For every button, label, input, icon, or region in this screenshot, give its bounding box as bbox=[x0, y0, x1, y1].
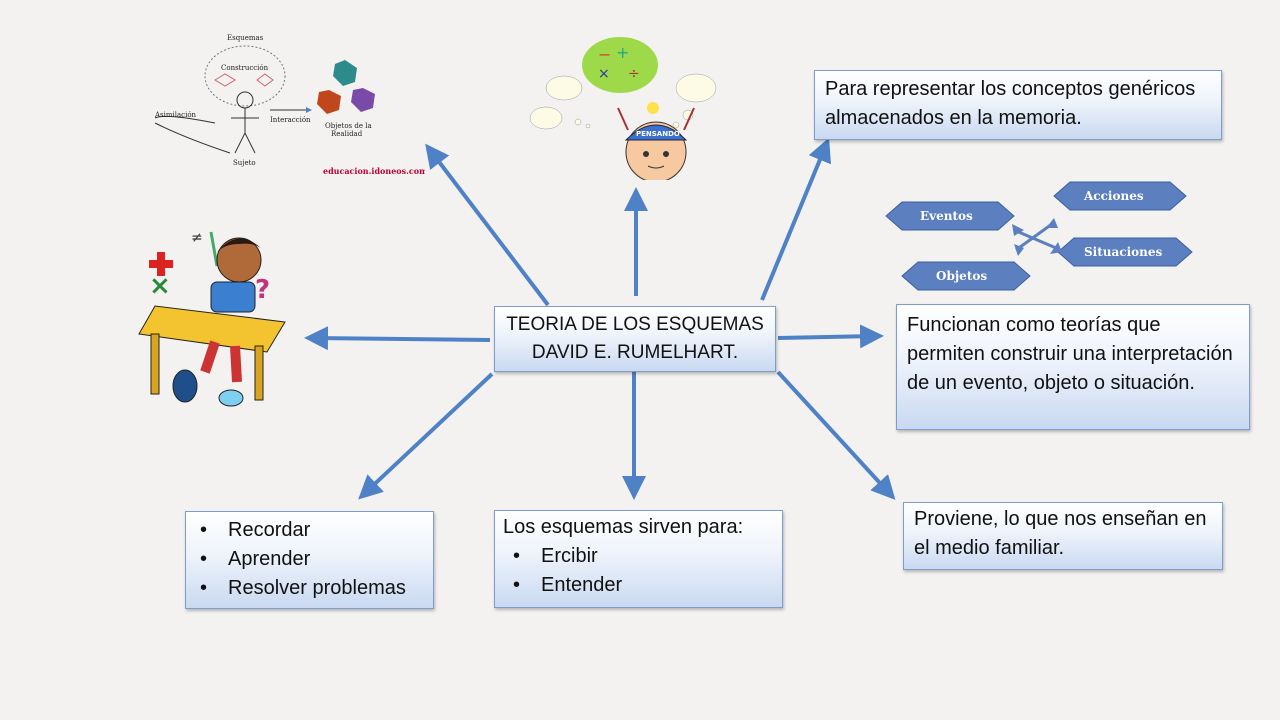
concept-box-purpose: Los esquemas sirven para: Ercibir Entend… bbox=[494, 510, 783, 608]
list-item: Recordar bbox=[198, 516, 429, 545]
concept-box-origin: Proviene, lo que nos enseñan en el medio… bbox=[903, 502, 1223, 570]
hat-label: PENSANDO bbox=[636, 130, 680, 138]
arrow-to-right bbox=[777, 324, 884, 349]
hexagon-eventos bbox=[885, 201, 1015, 231]
concept-box-memory: Para representar los conceptos genéricos… bbox=[814, 70, 1222, 140]
hex-label-objetos: Objetos bbox=[936, 269, 987, 283]
label-esquemas: Esquemas bbox=[227, 34, 264, 42]
label-site: educacion.idoneos.com bbox=[323, 166, 425, 176]
concept-box-theories: Funcionan como teorías que permiten cons… bbox=[896, 304, 1250, 430]
schema-diagram-illustration: Esquemas Construcción Sujeto Asimilación… bbox=[154, 34, 425, 176]
student-illustration: × ? ≠ bbox=[138, 230, 286, 407]
hexagon-acciones bbox=[1053, 181, 1187, 211]
svg-text:+: + bbox=[616, 43, 629, 62]
hex-label-situaciones: Situaciones bbox=[1084, 245, 1162, 259]
thinking-kid-illustration: − + × ÷ PENSANDO bbox=[529, 37, 717, 180]
functions-list: Recordar Aprender Resolver problemas bbox=[190, 516, 429, 603]
list-item: Ercibir bbox=[511, 542, 774, 571]
label-objetos: Objetos de la bbox=[325, 122, 372, 130]
svg-text:×: × bbox=[598, 66, 610, 82]
svg-text:×: × bbox=[149, 271, 171, 301]
purpose-list: Ercibir Entender bbox=[503, 542, 774, 600]
concept-text: Para representar los conceptos genéricos… bbox=[825, 78, 1196, 129]
central-topic: TEORIA DE LOS ESQUEMAS DAVID E. RUMELHAR… bbox=[494, 306, 776, 372]
arrow-to-left bbox=[304, 326, 491, 351]
concept-text: Funcionan como teorías que permiten cons… bbox=[907, 314, 1233, 394]
svg-text:?: ? bbox=[255, 275, 270, 305]
arrow-to-bottom-right bbox=[776, 370, 896, 500]
label-interaccion: Interacción bbox=[270, 116, 311, 124]
list-item: Entender bbox=[511, 571, 774, 600]
concept-text: Proviene, lo que nos enseñan en el medio… bbox=[914, 508, 1207, 559]
hexagon-situaciones bbox=[1057, 237, 1193, 267]
arrow-to-bottom-left bbox=[358, 372, 494, 500]
svg-text:−: − bbox=[598, 45, 611, 64]
list-item: Aprender bbox=[198, 545, 429, 574]
central-title: TEORIA DE LOS ESQUEMAS bbox=[506, 314, 764, 335]
concept-box-functions: Recordar Aprender Resolver problemas bbox=[185, 511, 434, 609]
label-asimilacion: Asimilación bbox=[154, 111, 197, 119]
schema-hexagons-illustration: Eventos Acciones Situaciones Objetos bbox=[885, 181, 1193, 291]
hexagon-objetos bbox=[901, 261, 1031, 291]
arrow-to-top-right bbox=[760, 137, 831, 301]
label-sujeto: Sujeto bbox=[233, 159, 256, 167]
hex-label-acciones: Acciones bbox=[1083, 189, 1144, 203]
arrow-to-top-left bbox=[425, 143, 550, 307]
svg-text:≠: ≠ bbox=[191, 230, 203, 246]
central-author: DAVID E. RUMELHART. bbox=[531, 342, 739, 363]
purpose-heading: Los esquemas sirven para: bbox=[503, 516, 744, 538]
label-construccion: Construcción bbox=[221, 64, 269, 72]
hex-label-eventos: Eventos bbox=[920, 209, 973, 223]
list-item: Resolver problemas bbox=[198, 574, 429, 603]
label-realidad: Realidad bbox=[331, 130, 363, 138]
svg-text:÷: ÷ bbox=[628, 66, 640, 82]
